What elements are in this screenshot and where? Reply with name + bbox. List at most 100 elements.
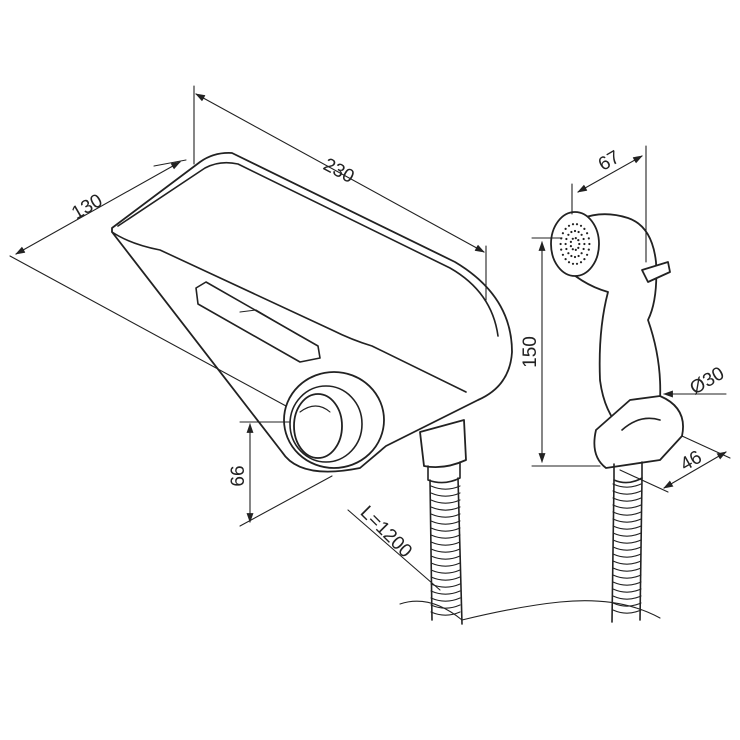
hose-coil-segment [430, 555, 461, 560]
hose-coil-segment [612, 546, 642, 551]
nozzle-dot [579, 224, 583, 227]
nozzle-dot [571, 237, 574, 240]
hose-left-outline [429, 479, 433, 621]
nozzle-dot [561, 253, 565, 256]
dim-label-width: 230 [320, 154, 358, 187]
hose-coil-segment [612, 539, 642, 544]
hose-coil-segment [430, 534, 461, 539]
nozzle-dot [583, 227, 586, 230]
hose-coil-segment [612, 490, 642, 495]
hose-coil-segment [430, 520, 461, 525]
nozzle-dot [570, 230, 573, 234]
hose-coil-segment [612, 581, 642, 586]
outlet-connector [419, 419, 467, 469]
hose-left-outline-2 [457, 477, 463, 625]
hose-coil-segment [612, 567, 642, 572]
hose-coil-segment [430, 576, 461, 581]
mixer-unit [111, 152, 513, 484]
nozzle-dot [567, 224, 571, 227]
nozzle-dot [577, 239, 580, 242]
nozzle-dot [587, 248, 590, 251]
hose-coil-segment [612, 609, 642, 614]
nozzle-dot [577, 254, 580, 258]
hose-coil-segment [612, 602, 642, 607]
nozzle-dot [564, 242, 567, 246]
hose-coil-icon [430, 485, 461, 616]
hose-coil-segment [612, 588, 642, 593]
dim-label-hose: L=1200 [356, 502, 416, 562]
hand-shower [550, 211, 684, 484]
hose-coil-segment [612, 497, 642, 502]
nozzle-dot [583, 258, 586, 261]
hose-coil-segment [430, 506, 461, 511]
dimension-66: 66 [228, 421, 333, 527]
spray-nozzle-icon [559, 223, 591, 265]
control-cylinder-inner [289, 385, 363, 463]
hose-coil-segment [430, 492, 461, 497]
nozzle-dot [571, 262, 575, 265]
nozzle-dot [586, 253, 589, 256]
nozzle-dot [567, 252, 570, 255]
hose-coil-segment [612, 518, 642, 523]
nozzle-dot [579, 261, 583, 264]
hose-coil-segment [612, 574, 642, 579]
hose-coil-segment [430, 513, 461, 518]
trigger-lever [641, 261, 671, 283]
nozzle-dot [575, 262, 579, 265]
hose-coil-segment [612, 560, 642, 565]
nozzle-dot [565, 247, 568, 251]
hose-coil-segment [612, 595, 642, 600]
hose-coil-segment [430, 569, 461, 574]
hose-coil-segment [612, 504, 642, 509]
nozzle-dot [573, 229, 577, 233]
hose-left [429, 477, 463, 625]
hose-coil-segment [430, 485, 461, 490]
lever-knob [293, 393, 343, 459]
nozzle-dot [570, 254, 573, 258]
nozzle-dot [574, 248, 577, 251]
nozzle-dot [587, 237, 590, 240]
bar-slot [239, 309, 301, 337]
hose-coil-segment [612, 532, 642, 537]
nozzle-dot [573, 255, 577, 259]
nozzle-dot [565, 237, 568, 241]
hose-coil-segment [612, 511, 642, 516]
nozzle-dot [569, 240, 573, 243]
nozzle-dot [569, 245, 573, 248]
dimension-hose-length: L=1200 [347, 502, 441, 591]
nozzle-dot [577, 230, 580, 234]
hose-coil-segment [430, 548, 461, 553]
nozzle-dot [564, 227, 567, 230]
hose-right-outline [611, 479, 615, 623]
nozzle-dot [575, 223, 579, 226]
nozzle-dot [574, 237, 577, 240]
nozzle-dot [559, 242, 562, 246]
nozzle-dot [578, 242, 581, 246]
nozzle-dot [580, 252, 583, 255]
hose-coil-segment [430, 611, 461, 616]
dimension-30: Ø30 [663, 363, 728, 399]
hose-coil-segment [430, 562, 461, 567]
hose-coil-segment [612, 525, 642, 530]
nozzle-dot [582, 237, 585, 241]
nozzle-dot [564, 258, 567, 261]
nozzle-dot [580, 233, 583, 236]
dim-label-handset-height: 150 [520, 336, 541, 368]
nozzle-dot [586, 232, 589, 235]
dim-label-handset-width: 67 [595, 147, 624, 176]
break-line [399, 600, 661, 621]
hose-coil-segment [612, 483, 642, 488]
knob-highlight [299, 405, 331, 413]
nozzle-dot [567, 233, 570, 236]
nozzle-dot [567, 261, 571, 264]
hose-right [611, 477, 643, 623]
nozzle-dot [588, 242, 591, 246]
nozzle-dot [560, 248, 563, 251]
nozzle-dot [571, 223, 575, 226]
nozzle-dot [582, 247, 585, 251]
nozzle-dot [577, 246, 580, 249]
nozzle-dot [571, 248, 574, 251]
dim-label-depth: 130 [68, 190, 106, 224]
hose-coil-segment [430, 604, 461, 609]
